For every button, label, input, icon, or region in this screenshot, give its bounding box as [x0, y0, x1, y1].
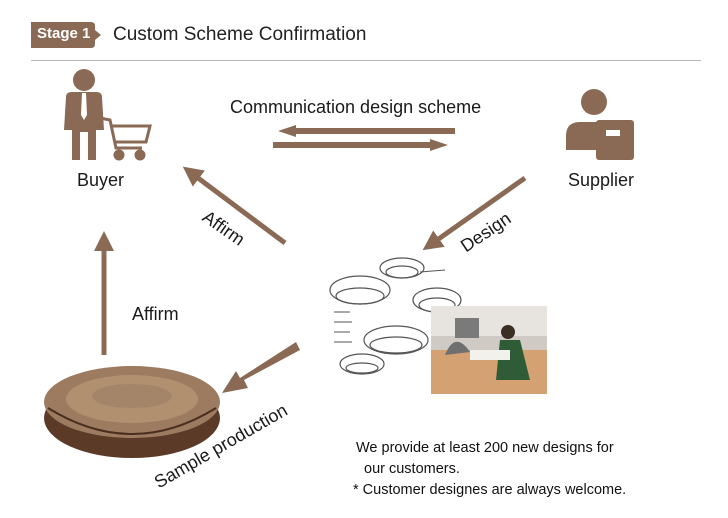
pet-bed-image: [44, 366, 220, 458]
note-text: We provide at least 200 new designs for …: [353, 438, 627, 501]
supplier-person-icon: [566, 89, 634, 160]
page-title: Custom Scheme Confirmation: [113, 24, 367, 45]
designer-photo: [431, 306, 547, 394]
sample-production-arrow: [222, 342, 300, 393]
header-divider: [31, 60, 701, 61]
sketch-illustration: [329, 257, 462, 375]
note-line-2: our customers.: [364, 461, 460, 477]
supplier-label: Supplier: [568, 170, 635, 190]
note-line-3: * Customer designes are always welcome.: [353, 482, 627, 498]
design-arrow: [422, 175, 527, 251]
buyer-label: Buyer: [77, 170, 125, 190]
communication-arrows: [273, 125, 455, 151]
stage-badge: Stage 1: [31, 22, 101, 48]
shopping-cart-icon: [99, 116, 152, 161]
communication-label: Communication design scheme: [230, 97, 482, 117]
stage-label: Stage 1: [37, 25, 91, 42]
note-line-1: We provide at least 200 new designs for: [356, 440, 614, 456]
buyer-person-icon: [64, 69, 104, 160]
affirm-diagonal-arrow: [182, 166, 287, 246]
affirm-vertical-label: Affirm: [132, 304, 179, 324]
